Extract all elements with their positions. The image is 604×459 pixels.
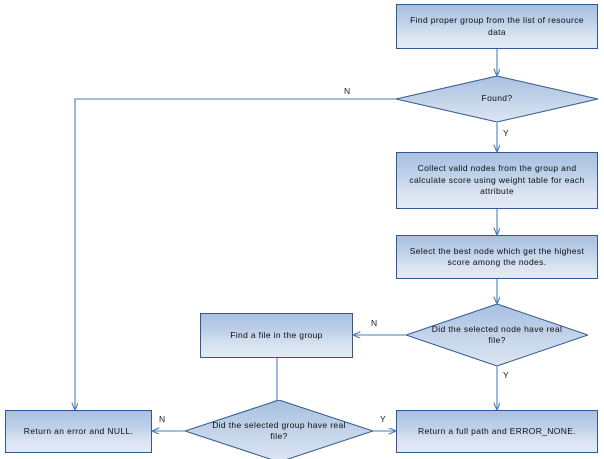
node-collect-nodes-label: Collect valid nodes from the group and c…: [409, 163, 585, 197]
node-return-error-label: Return an error and NULL.: [23, 425, 134, 436]
node-node-has-real-file[interactable]: Did the selected node have real file?: [406, 304, 588, 366]
node-group-has-real-file[interactable]: Did the selected group have real file?: [185, 400, 373, 459]
node-return-full-path-label: Return a full path and ERROR_NONE.: [418, 425, 576, 436]
node-find-group-label: Find proper group from the list of resou…: [410, 15, 584, 37]
decision-shape: [185, 400, 373, 459]
node-collect-nodes[interactable]: Collect valid nodes from the group and c…: [396, 152, 598, 209]
edge-label-found-yes: Y: [503, 128, 509, 138]
node-group-has-real-file-label: Did the selected group have real file?: [212, 419, 346, 442]
edge-label-found-no: N: [344, 86, 351, 96]
node-return-error[interactable]: Return an error and NULL.: [5, 410, 152, 453]
node-select-best-node-label: Select the best node which get the highe…: [409, 245, 585, 268]
node-found[interactable]: Found?: [396, 76, 598, 122]
edge-found-no-to-return-error: [75, 98, 396, 410]
node-select-best-node[interactable]: Select the best node which get the highe…: [396, 235, 598, 279]
node-return-full-path[interactable]: Return a full path and ERROR_NONE.: [396, 410, 598, 453]
decision-shape: [406, 304, 588, 366]
node-found-label: Found?: [481, 93, 513, 104]
edge-label-group-file-no: N: [159, 414, 166, 424]
decision-shape: [396, 76, 598, 122]
node-node-has-real-file-label: Did the selected node have real file?: [431, 323, 563, 346]
node-find-group[interactable]: Find proper group from the list of resou…: [396, 4, 598, 49]
node-find-file-in-group-label: Find a file in the group: [230, 329, 323, 340]
edge-label-group-file-yes: Y: [380, 414, 386, 424]
node-find-file-in-group[interactable]: Find a file in the group: [200, 313, 353, 358]
edge-label-node-file-no: N: [371, 318, 378, 328]
edge-label-node-file-yes: Y: [503, 370, 509, 380]
